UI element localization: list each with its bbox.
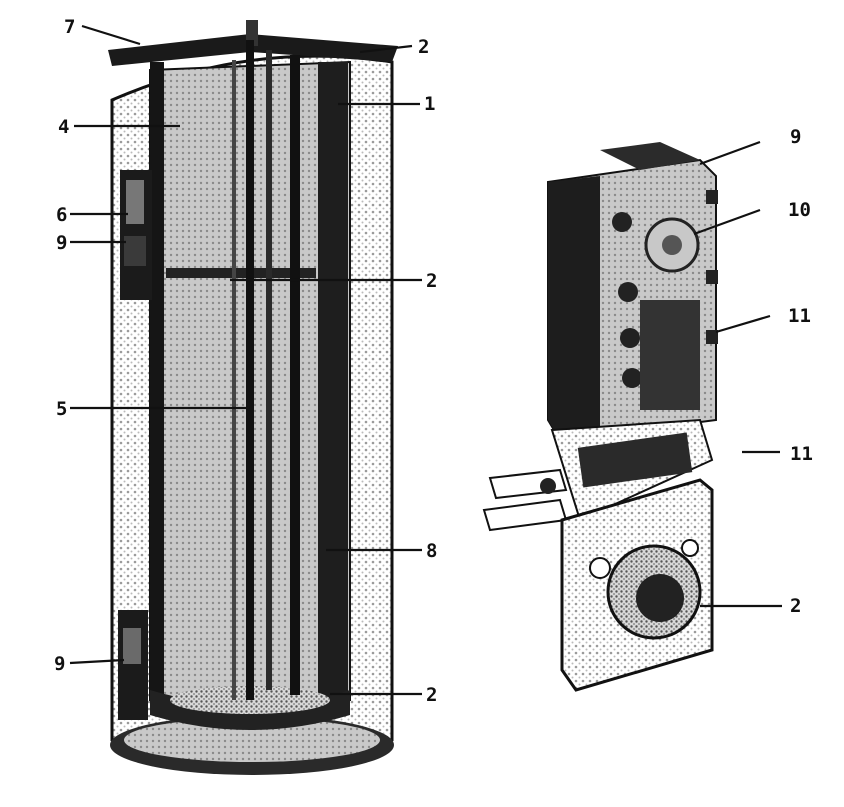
- thermostat-illustration: [482, 142, 718, 692]
- thermostat-switch-body: [547, 142, 718, 442]
- heater-labels: 7 2 1 4 6 9 2 5 8 9 2: [54, 16, 437, 706]
- heater-leader-lines: [69, 24, 422, 696]
- label-4: 4: [58, 116, 69, 138]
- label-5: 5: [56, 398, 67, 420]
- thermostat-dial: [644, 217, 700, 273]
- label-2-thermostat: 2: [790, 595, 801, 617]
- label-2-top: 2: [418, 36, 429, 58]
- label-2-mid: 2: [426, 270, 437, 292]
- thermostat-labels: 9 10 11 11 2: [788, 126, 813, 617]
- label-1: 1: [424, 93, 435, 115]
- heating-element-flange: [560, 478, 714, 692]
- label-11-upper: 11: [788, 305, 811, 327]
- label-2-bottom: 2: [426, 684, 437, 706]
- label-6: 6: [56, 204, 67, 226]
- label-9-lower: 9: [54, 653, 65, 675]
- thermostat-leader-lines: [693, 140, 782, 608]
- lower-thermostat-box: [118, 610, 148, 720]
- label-9-thermostat: 9: [790, 126, 801, 148]
- label-8: 8: [426, 540, 437, 562]
- upper-thermostat-box: [120, 170, 152, 300]
- label-11: 11: [790, 443, 813, 465]
- mounting-bracket: [482, 418, 714, 532]
- heating-rods: [232, 40, 300, 700]
- label-9-upper: 9: [56, 232, 67, 254]
- label-10: 10: [788, 199, 811, 221]
- water-heater-illustration: [108, 20, 398, 775]
- label-7: 7: [64, 16, 75, 38]
